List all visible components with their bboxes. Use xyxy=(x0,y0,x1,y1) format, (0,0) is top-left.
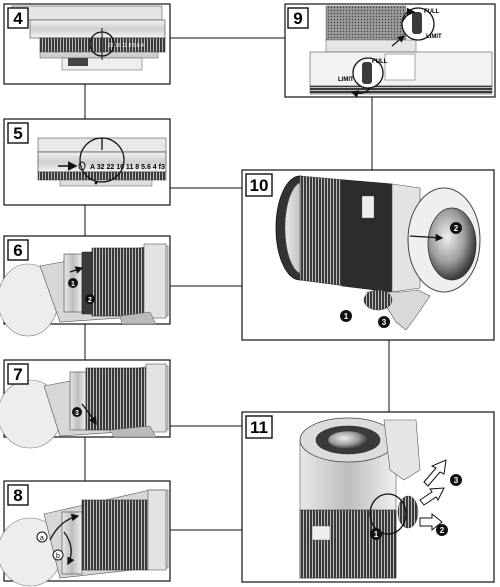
panel-5-illustration: A 32 22 16 11 8 5.6 4 f3 xyxy=(37,137,167,187)
panel-11-highlight-circle xyxy=(369,493,407,535)
panel-6-illustration: 1 2 xyxy=(0,243,169,337)
callout-6-2 xyxy=(85,294,95,304)
panel-9-number-box xyxy=(287,7,309,29)
panel-8: a b 8 xyxy=(0,480,171,587)
aperture-scale-text: A 32 22 16 11 8 5.6 4 f3 xyxy=(90,164,165,171)
panel-6: 1 2 6 xyxy=(0,235,171,337)
panel-11-arrow-right xyxy=(419,512,443,532)
svg-text:1: 1 xyxy=(374,530,379,539)
panel-11-illustration: 3 2 1 xyxy=(299,417,462,579)
panel-4-number-box xyxy=(7,7,29,29)
callout-10-3 xyxy=(378,316,390,328)
panel-10-illustration: 2 1 3 xyxy=(275,175,481,331)
panel-11-number-box xyxy=(245,415,273,439)
panel-8-number-box xyxy=(7,484,29,506)
svg-text:2: 2 xyxy=(454,224,459,233)
callout-11-3 xyxy=(450,474,462,486)
panel-7-number-box xyxy=(7,363,29,385)
panel-5: A 32 22 16 11 8 5.6 4 f3 5 xyxy=(3,118,171,206)
svg-text:2: 2 xyxy=(88,297,92,304)
panel-7-illustration: 3 xyxy=(0,363,169,449)
panel-4: 22 16 11 8 5.6 4 4 xyxy=(3,3,171,85)
panel-9: FULL LIMIT FULL LIMIT 9 xyxy=(284,3,496,98)
callout-11-2 xyxy=(436,524,448,536)
panel-7: 3 7 xyxy=(0,359,171,449)
svg-text:3: 3 xyxy=(382,318,387,327)
panel-10: 2 1 3 10 xyxy=(241,169,495,341)
svg-text:b: b xyxy=(56,553,60,560)
panel-6-number-box xyxy=(7,239,29,261)
svg-text:a: a xyxy=(40,535,44,542)
panel-11-arrow-diag xyxy=(419,487,445,506)
focus-limiter-limit-label-top: LIMIT xyxy=(426,34,442,40)
panel-8-number: 8 xyxy=(13,486,22,505)
panel-6-number: 6 xyxy=(13,241,22,260)
panel-11: 3 2 1 11 xyxy=(241,411,495,583)
svg-text:3: 3 xyxy=(454,476,459,485)
svg-text:3: 3 xyxy=(75,410,79,417)
focus-limiter-full-label: FULL xyxy=(372,59,388,65)
panel-10-number: 10 xyxy=(250,176,269,195)
panel-11-number: 11 xyxy=(250,418,268,437)
callout-7-3 xyxy=(72,407,82,417)
connector-lines xyxy=(84,37,390,531)
focus-limiter-full-label-top: FULL xyxy=(424,9,440,15)
panel-4-number: 4 xyxy=(13,9,23,28)
callout-6-1 xyxy=(68,278,78,288)
panel-4-illustration: 22 16 11 8 5.6 4 xyxy=(11,5,166,71)
panel-9-number: 9 xyxy=(293,9,302,28)
callout-8-a xyxy=(36,531,48,543)
panel-8-illustration: a b xyxy=(0,489,169,587)
panel-7-number: 7 xyxy=(13,365,22,384)
panel-5-number: 5 xyxy=(13,124,22,143)
callout-10-1 xyxy=(340,310,352,322)
focus-limiter-limit-label: LIMIT xyxy=(338,77,354,83)
panel-5-number-box xyxy=(7,122,29,144)
svg-text:2: 2 xyxy=(440,526,445,535)
svg-text:1: 1 xyxy=(344,312,349,321)
callout-11-1 xyxy=(370,528,382,540)
panel-9-illustration: FULL LIMIT FULL LIMIT xyxy=(309,5,493,98)
callout-10-2 xyxy=(450,222,462,234)
panel-11-arrow-up xyxy=(423,459,447,487)
panel-10-number-box xyxy=(245,173,273,197)
svg-text:22 16 11 8 5.6 4: 22 16 11 8 5.6 4 xyxy=(108,43,144,49)
svg-text:1: 1 xyxy=(71,281,75,288)
callout-8-b xyxy=(52,549,64,561)
